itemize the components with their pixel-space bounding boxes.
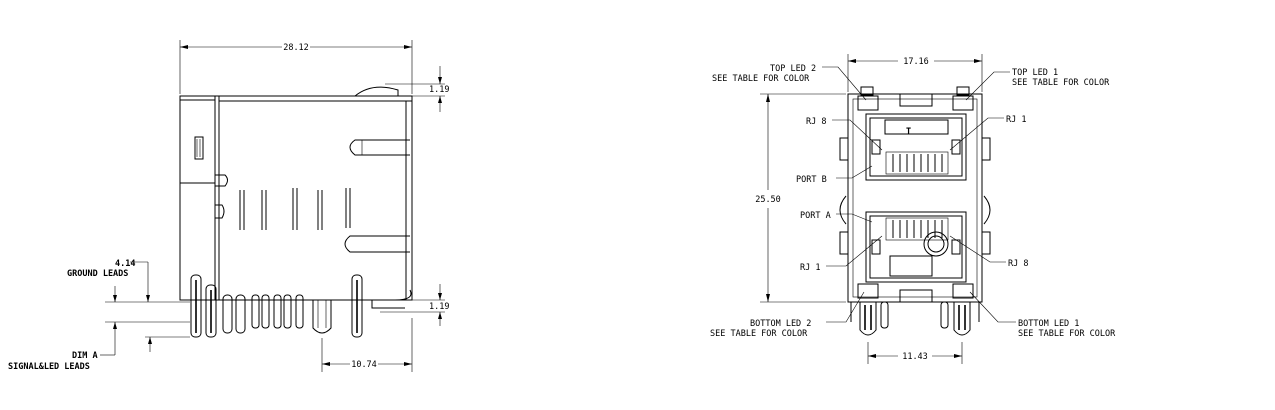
dim-label-4-14: 4.14 — [115, 259, 135, 269]
port-a — [865, 211, 967, 283]
label-port-b: PORT B — [796, 175, 827, 185]
dim-side-width: 28.12 — [179, 40, 413, 94]
port-a-contacts — [885, 217, 949, 241]
dim-side-lead-span: 10.74 — [321, 318, 413, 372]
front-leads — [850, 301, 980, 336]
label-port-a: PORT A — [800, 211, 831, 221]
label-rj1-top: RJ 1 — [1006, 115, 1026, 125]
side-internal-slots — [239, 188, 351, 230]
dim-ground-lead: 4.14 GROUND LEADS — [67, 259, 190, 323]
side-top-latch — [354, 86, 399, 97]
label-bottom-led-2: BOTTOM LED 2 — [750, 319, 811, 329]
front-callouts: TOP LED 2 SEE TABLE FOR COLOR TOP LED 1 … — [710, 64, 1116, 339]
bottom-led-1-window — [952, 283, 974, 299]
label-rj8-top: RJ 8 — [806, 117, 826, 127]
front-body-outline — [847, 93, 983, 303]
label-top-led-1: TOP LED 1 — [1012, 68, 1058, 78]
side-lower-latch — [344, 235, 410, 253]
side-leads — [190, 274, 412, 338]
dim-side-top-offset: 1.19 — [385, 66, 449, 112]
label-dim-a: DIM A — [72, 351, 98, 361]
front-view: T — [710, 54, 1116, 364]
label-bottom-led-1: BOTTOM LED 1 — [1018, 319, 1079, 329]
port-b: T — [865, 113, 967, 181]
dim-label-25-50: 25.50 — [755, 195, 781, 205]
dim-label-1-19-bottom: 1.19 — [429, 302, 449, 312]
port-b-contacts — [885, 151, 949, 175]
top-led-2-window — [857, 95, 879, 111]
label-bottom-led-2-note: SEE TABLE FOR COLOR — [710, 329, 808, 339]
dim-front-width: 17.16 — [847, 54, 983, 92]
dim-front-height: 25.50 — [755, 93, 846, 303]
label-rj1-bottom: RJ 1 — [800, 263, 820, 273]
bottom-led-2-window — [857, 283, 879, 299]
port-b-logo: T — [906, 127, 911, 137]
dim-label-1-19-top: 1.19 — [429, 85, 449, 95]
port-a-ul-mark — [923, 231, 949, 257]
label-signal-led-leads: SIGNAL&LED LEADS — [8, 362, 90, 372]
dim-label-11-43: 11.43 — [902, 352, 928, 362]
side-window — [194, 136, 204, 160]
label-top-led-1-note: SEE TABLE FOR COLOR — [1012, 78, 1110, 88]
dim-front-lead-span: 11.43 — [867, 342, 963, 364]
label-ground-leads: GROUND LEADS — [67, 269, 128, 279]
label-bottom-led-1-note: SEE TABLE FOR COLOR — [1018, 329, 1116, 339]
side-upper-latch — [349, 139, 410, 156]
label-rj8-bottom: RJ 8 — [1008, 259, 1028, 269]
dim-label-10-74: 10.74 — [351, 360, 377, 370]
dim-label-28-12: 28.12 — [283, 43, 309, 53]
dim-side-bottom-offset: 1.19 — [380, 284, 449, 326]
label-top-led-2: TOP LED 2 — [770, 64, 816, 74]
top-led-1-window — [952, 95, 974, 111]
side-view: 28.12 1.19 1.19 — [8, 40, 449, 372]
label-top-led-2-note: SEE TABLE FOR COLOR — [712, 74, 810, 84]
dim-label-17-16: 17.16 — [903, 57, 929, 67]
dim-a: DIM A SIGNAL&LED LEADS — [8, 322, 190, 372]
